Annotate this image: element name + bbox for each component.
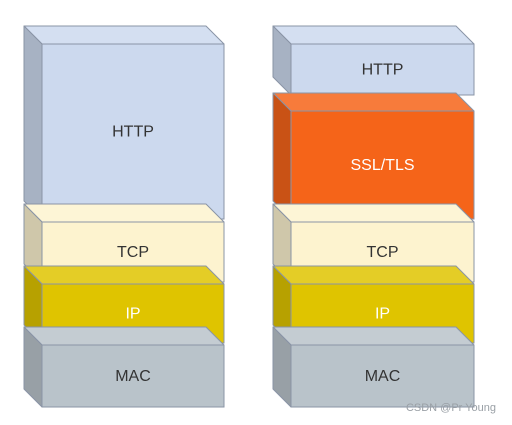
right-layer-http-label: HTTP xyxy=(362,62,404,79)
right-layer-ssl-tls-front-face xyxy=(290,110,475,220)
right-layer-http: HTTP xyxy=(272,25,475,96)
right-layer-mac-front-face xyxy=(290,344,475,408)
left-layer-http-side-face xyxy=(23,25,43,220)
right-layer-ssl-tls-side-face xyxy=(272,92,292,220)
left-layer-http-top-face xyxy=(23,25,225,45)
left-layer-tcp-top-face xyxy=(23,203,225,223)
right-layer-tcp-top-face xyxy=(272,203,475,223)
right-layer-tcp-label: TCP xyxy=(367,244,399,261)
right-layer-ssl-tls: SSL/TLS xyxy=(272,92,475,220)
left-layer-tcp-label: TCP xyxy=(117,244,149,261)
left-layer-http: HTTP xyxy=(23,25,225,220)
right-protocol-stack: HTTP SSL/TLS TCP IP MAC xyxy=(272,25,475,408)
right-layer-http-top-face xyxy=(272,25,475,45)
left-layer-mac-front-face xyxy=(41,344,225,408)
right-layer-ssl-tls-top-face xyxy=(272,92,475,112)
left-protocol-stack: HTTP TCP IP MAC xyxy=(23,25,225,408)
left-layer-ip-label: IP xyxy=(125,306,140,323)
right-layer-mac-top-face xyxy=(272,326,475,346)
left-layer-http-front-face xyxy=(41,43,225,220)
right-layer-mac-label: MAC xyxy=(365,368,401,385)
right-layer-ip-top-face xyxy=(272,265,475,285)
right-layer-ssl-tls-label: SSL/TLS xyxy=(350,157,414,174)
left-layer-mac-top-face xyxy=(23,326,225,346)
right-layer-mac: MAC xyxy=(272,326,475,408)
watermark-text: CSDN @Pr Young xyxy=(406,402,496,414)
left-layer-ip-top-face xyxy=(23,265,225,285)
left-layer-mac: MAC xyxy=(23,326,225,408)
right-layer-ip-label: IP xyxy=(375,306,390,323)
left-layer-http-label: HTTP xyxy=(112,124,154,141)
left-layer-mac-label: MAC xyxy=(115,368,151,385)
